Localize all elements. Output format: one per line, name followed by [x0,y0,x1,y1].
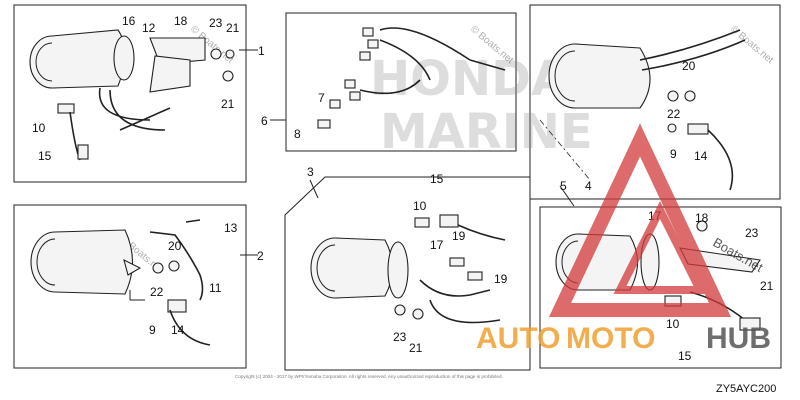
label-10: 10 [32,121,46,135]
panel-2-frame [13,204,247,369]
label-23: 23 [209,16,223,30]
copyright-text: Copyright (c) 2004 - 2017 by WPI/Yamaha … [235,374,503,379]
hose [149,231,204,301]
label-14: 14 [171,323,185,337]
label-12: 12 [142,21,156,35]
panel-1-frame [13,4,247,183]
label-13: 13 [224,221,238,235]
automotohub-wordmark: AUTO MOTO HUB [476,322,771,355]
gauge-housing [334,237,394,299]
panel-4: 20 22 9 14 4 [539,29,746,193]
label-23: 23 [745,226,759,240]
label-22: 22 [667,107,681,121]
wire [639,29,741,61]
label-16: 16 [122,14,136,28]
gauge-ring [113,35,135,81]
callout-1: 1 [258,44,265,58]
panel-3-frame [284,176,531,371]
wordmark-moto: MOTO [566,322,655,355]
label-9: 9 [149,323,156,337]
panel-6-frame [285,12,517,152]
panel-6: 6 7 8 [261,27,506,141]
label-14: 14 [694,149,708,163]
callout-6: 6 [261,114,268,128]
label-21: 21 [409,341,423,355]
label-18: 18 [695,211,709,225]
label-15: 15 [38,149,52,163]
label-21-top: 21 [226,21,240,35]
label-19-top: 19 [452,229,466,243]
bracket-lower [149,55,191,93]
panel-2: 2 13 20 11 22 9 14 [30,219,264,346]
panel-4-frame [529,4,781,200]
label-15: 15 [430,172,444,186]
label-7: 7 [318,91,325,105]
harness [379,39,431,81]
automotohub-triangle-logo [548,123,732,317]
wire [98,87,151,121]
label-10: 10 [666,317,680,331]
washer [225,49,235,59]
label-18: 18 [174,14,188,28]
callout-5: 5 [560,179,567,193]
panel-3: 3 15 10 17 19 19 23 21 [307,165,508,355]
marine-watermark-text: MARINE [380,104,593,160]
panel-1: 1 16 12 18 23 21 10 15 21 [29,14,265,163]
gauge-housing [574,43,651,109]
label-23: 23 [393,330,407,344]
label-21-bottom: 21 [221,97,235,111]
label-15: 15 [678,349,692,363]
nut [210,48,222,60]
gauge-ring [387,241,409,299]
callout-4: 4 [585,179,592,193]
label-10: 10 [413,199,427,213]
wordmark-auto: AUTO [476,322,560,355]
callout-3: 3 [307,165,314,179]
label-22: 22 [150,285,164,299]
label-17: 17 [430,238,444,252]
label-11: 11 [209,281,222,295]
label-20: 20 [168,239,182,253]
wordmark-hub: HUB [706,322,771,355]
connector [57,103,75,114]
terminal [317,119,331,129]
label-21: 21 [760,279,774,293]
gauge-housing [54,229,133,295]
label-20: 20 [682,59,696,73]
label-9: 9 [670,147,677,161]
diagram-code: ZY5AYC200 [716,383,776,395]
nut-lower [222,70,234,82]
label-8: 8 [294,127,301,141]
callout-2: 2 [257,249,264,263]
label-19-bottom: 19 [494,272,508,286]
